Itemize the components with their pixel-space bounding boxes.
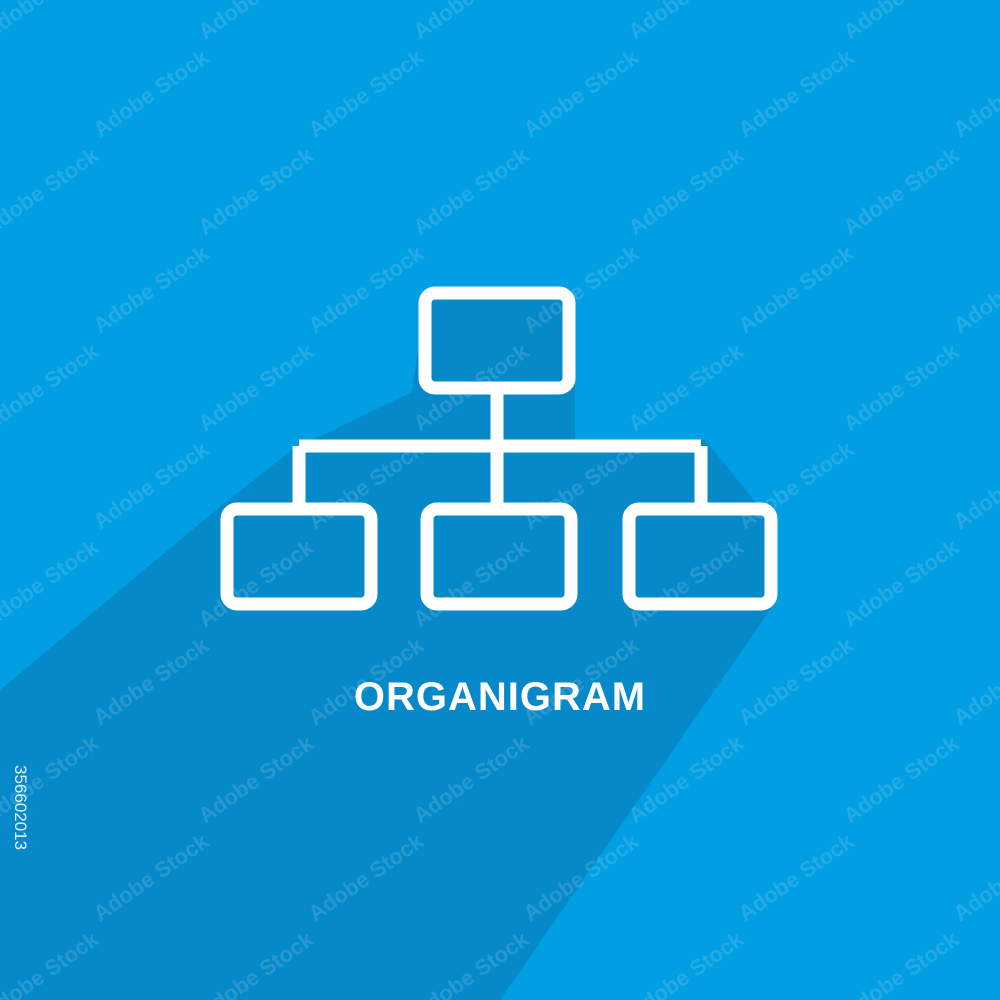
watermark-text: Adobe Stock: [949, 436, 1000, 534]
caption-title: ORGANIGRAM: [353, 675, 647, 719]
watermark-text: Adobe Stock: [519, 44, 644, 142]
watermark-text: Adobe Stock: [734, 240, 859, 338]
watermark-text: Adobe Stock: [734, 632, 859, 730]
watermark-text: Adobe Stock: [409, 0, 534, 44]
watermark-text: Adobe Stock: [194, 0, 319, 44]
watermark-text: Adobe Stock: [0, 338, 104, 436]
connector-lines: [292, 388, 708, 509]
child-node-left: [220, 502, 378, 611]
watermark-text: Adobe Stock: [734, 828, 859, 926]
child-node-right: [622, 502, 778, 611]
watermark-text: Adobe Stock: [409, 142, 534, 240]
watermark-text: Adobe Stock: [839, 142, 964, 240]
watermark-text: Adobe Stock: [949, 240, 1000, 338]
organization-chart-icon: [220, 286, 778, 611]
child-node-center: [420, 502, 578, 611]
stock-id-text: 356602013: [11, 765, 30, 851]
watermark-text: Adobe Stock: [194, 338, 319, 436]
watermark-text: Adobe Stock: [949, 828, 1000, 926]
watermark-text: Adobe Stock: [839, 730, 964, 828]
watermark-text: Adobe Stock: [839, 0, 964, 44]
watermark-text: Adobe Stock: [304, 44, 429, 142]
watermark-text: Adobe Stock: [949, 44, 1000, 142]
watermark-text: Adobe Stock: [89, 436, 214, 534]
watermark-text: Adobe Stock: [734, 436, 859, 534]
watermark-text: Adobe Stock: [624, 338, 749, 436]
watermark-text: Adobe Stock: [624, 0, 749, 44]
watermark-text: Adobe Stock: [304, 240, 429, 338]
watermark-text: Adobe Stock: [839, 534, 964, 632]
watermark-text: Adobe Stock: [89, 44, 214, 142]
watermark-text: Adobe Stock: [734, 44, 859, 142]
watermark-text: Adobe Stock: [949, 632, 1000, 730]
watermark-text: Adobe Stock: [0, 0, 104, 44]
watermark-text: Adobe Stock: [89, 240, 214, 338]
long-shadow: [0, 300, 770, 1000]
watermark-text: Adobe Stock: [839, 338, 964, 436]
watermark-text: Adobe Stock: [194, 142, 319, 240]
watermark-text: Adobe Stock: [0, 142, 104, 240]
watermark-text: Adobe Stock: [624, 142, 749, 240]
watermark-text: Adobe Stock: [624, 926, 749, 1000]
watermark-text: Adobe Stock: [839, 926, 964, 1000]
stock-id: 356602013: [6, 765, 32, 1000]
